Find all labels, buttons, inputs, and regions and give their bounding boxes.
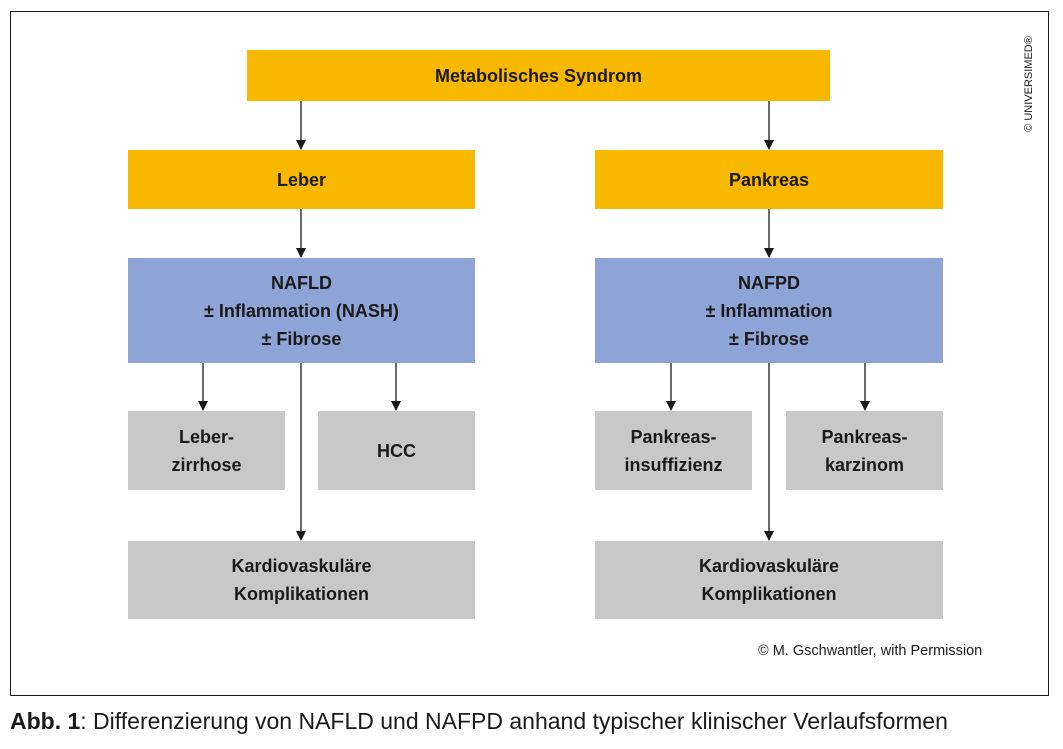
box-line: Leber- <box>178 426 234 447</box>
box-line: insuffizienz <box>624 454 723 475</box>
box-pankreas: Pankreas <box>595 150 943 209</box>
box-line: NAFLD <box>271 272 332 293</box>
figure-frame <box>10 11 1049 696</box>
box-line: ± Fibrose <box>729 328 809 349</box>
box-line: ± Inflammation (NASH) <box>204 300 399 321</box>
box-leber: Leber <box>128 150 475 209</box>
publisher-credit: © UNIVERSIMED® <box>1023 36 1035 132</box>
box-line: Kardiovaskuläre <box>231 556 372 576</box>
box-nafld: NAFLD ± Inflammation (NASH) ± Fibrose <box>128 258 475 363</box>
box-line: ± Inflammation <box>705 300 833 321</box>
box-line: HCC <box>377 440 416 461</box>
box-line: Kardiovaskuläre <box>698 556 840 576</box>
box-pankreaskarzinom: Pankreas- karzinom <box>786 411 943 490</box>
box-line: ± Fibrose <box>261 328 342 349</box>
box-kardiovaskulaere-komplikationen-left: Kardiovaskuläre Komplikationen <box>128 541 475 619</box>
box-hcc: HCC <box>318 411 475 490</box>
box-line: Pankreas- <box>630 426 717 447</box>
caption-label: Abb. 1 <box>10 708 81 734</box>
copyright-note: © M. Gschwantler, with Permission <box>758 643 983 659</box>
box-line: Pankreas- <box>821 426 908 447</box>
box-pankreasinsuffizienz: Pankreas- insuffizienz <box>595 411 752 490</box>
box-line: zirrhose <box>171 454 242 475</box>
box-line: karzinom <box>824 454 905 475</box>
box-nafpd: NAFPD ± Inflammation ± Fibrose <box>595 258 943 363</box>
box-leberzirrhose: Leber- zirrhose <box>128 411 285 490</box>
box-line: Komplikationen <box>701 584 837 604</box>
box-line: Pankreas <box>728 169 810 190</box>
figure-caption: Abb. 1: Differenzierung von NAFLD und NA… <box>10 708 948 735</box>
box-line: Leber <box>276 169 327 190</box>
box-line: Komplikationen <box>233 584 369 604</box>
caption-text: : Differenzierung von NAFLD und NAFPD an… <box>80 708 948 734</box>
box-kardiovaskulaere-komplikationen-right: Kardiovaskuläre Komplikationen <box>595 541 943 619</box>
box-line: NAFPD <box>738 272 800 293</box>
box-line: Metabolisches Syndrom <box>434 65 643 86</box>
box-metabolisches-syndrom: Metabolisches Syndrom <box>247 50 830 101</box>
